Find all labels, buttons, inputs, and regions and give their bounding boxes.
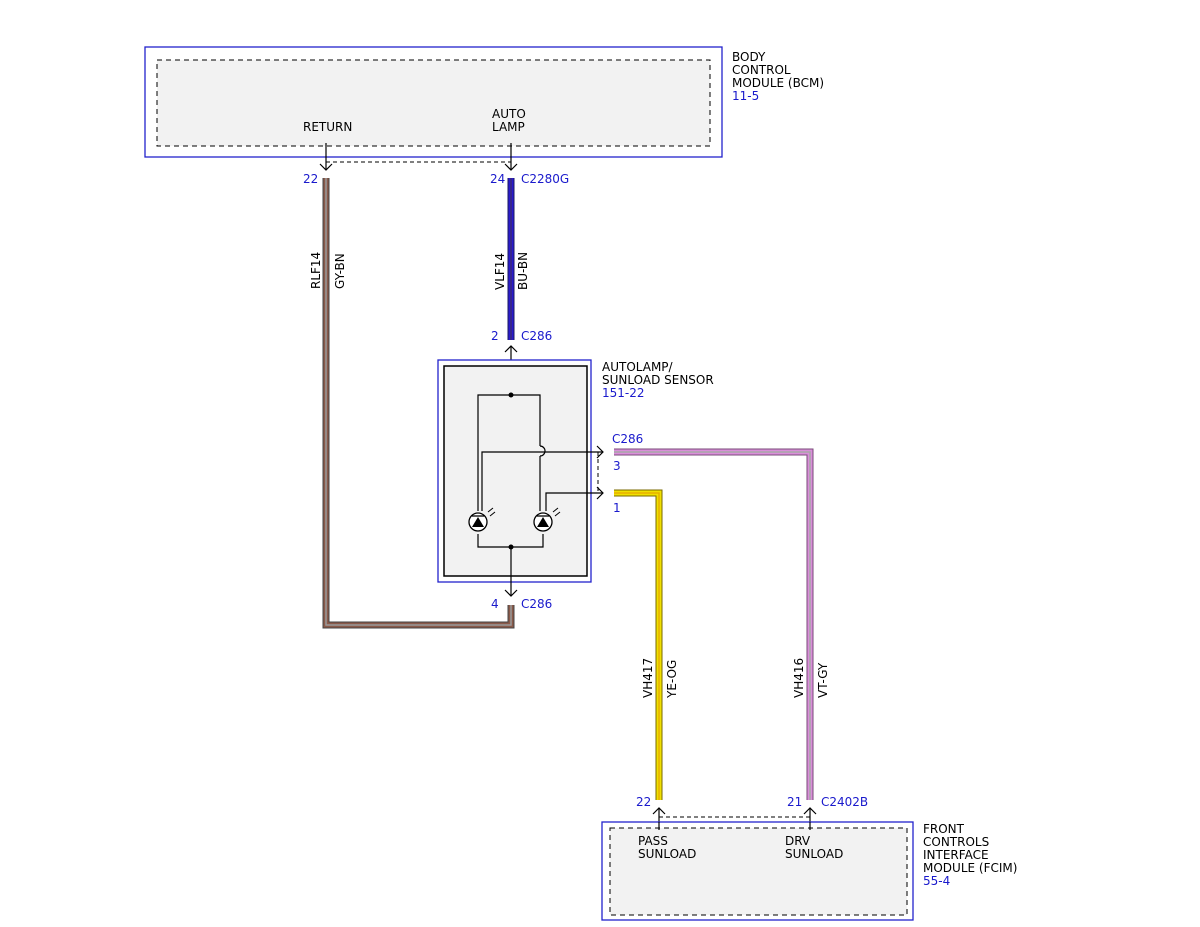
wire-rlf14[interactable] — [322, 178, 515, 629]
fcim-name-line-4: MODULE (FCIM) — [923, 861, 1017, 875]
wire-rlf14-circuit: RLF14 — [309, 252, 323, 289]
fcim-pin-22-num: 22 — [636, 795, 651, 809]
autolamp-sunload-sensor[interactable] — [437, 359, 592, 583]
bcm-module[interactable] — [144, 46, 723, 158]
bcm-pin-24-num: 24 — [490, 172, 505, 186]
fcim-pin-pass-line-1: PASS — [638, 834, 668, 848]
sensor-pin-1-arrow — [596, 486, 604, 500]
wire-vh417[interactable] — [614, 489, 663, 800]
fcim-pin-drv-line-2: SUNLOAD — [785, 847, 843, 861]
sensor-name-line-1: AUTOLAMP/ — [602, 360, 674, 374]
wire-vlf14-circuit: VLF14 — [493, 253, 507, 290]
bcm-name-line-2: CONTROL — [732, 63, 791, 77]
wire-vh417-circuit: VH417 — [641, 658, 655, 698]
wire-vh416-circuit: VH416 — [792, 658, 806, 698]
sensor-pin-3-arrow — [596, 445, 604, 459]
photodiode-icon — [533, 507, 561, 532]
bcm-pin-autolamp-line-1: AUTO — [492, 107, 526, 121]
bcm-inner-box — [156, 59, 711, 147]
sensor-name-line-2: SUNLOAD SENSOR — [602, 373, 714, 387]
fcim-pin-drv-line-1: DRV — [785, 834, 811, 848]
fcim-module[interactable] — [601, 821, 914, 921]
bcm-pin-24-arrow — [504, 163, 518, 171]
fcim-name-line-3: INTERFACE — [923, 848, 989, 862]
fcim-connector-label[interactable]: C2402B — [821, 795, 868, 809]
fcim-name-line-2: CONTROLS — [923, 835, 989, 849]
bcm-name-line-1: BODY — [732, 50, 766, 64]
bcm-ref[interactable]: 11-5 — [732, 89, 759, 103]
bcm-pin-autolamp-line-2: LAMP — [492, 120, 525, 134]
wire-vh417-color: YE-OG — [665, 660, 679, 699]
fcim-ref[interactable]: 55-4 — [923, 874, 950, 888]
sensor-pin-3-num: 3 — [613, 459, 621, 473]
bcm-connector-label[interactable]: C2280G — [521, 172, 569, 186]
wire-vlf14-color: BU-BN — [516, 252, 530, 290]
sensor-connector-bottom[interactable]: C286 — [521, 597, 552, 611]
sensor-connector-top[interactable]: C286 — [521, 329, 552, 343]
sensor-inner-box — [443, 365, 588, 577]
wire-vh416[interactable] — [614, 448, 814, 800]
sensor-ref[interactable]: 151-22 — [602, 386, 645, 400]
sensor-pin-2-num: 2 — [491, 329, 499, 343]
bcm-pin-22-arrow — [319, 163, 333, 171]
fcim-pin-21-num: 21 — [787, 795, 802, 809]
fcim-inner-box — [609, 827, 908, 916]
bcm-pin-return-label: RETURN — [303, 120, 352, 134]
sensor-connector-right[interactable]: C286 — [612, 432, 643, 446]
sensor-internal-circuit — [477, 392, 603, 596]
fcim-name-line-1: FRONT — [923, 822, 965, 836]
bcm-pin-22-num: 22 — [303, 172, 318, 186]
wire-rlf14-color: GY-BN — [333, 253, 347, 289]
sensor-pin-4-arrow — [504, 589, 518, 597]
sensor-pin-1-num: 1 — [613, 501, 621, 515]
sensor-pin-4-num: 4 — [491, 597, 499, 611]
bcm-name-line-3: MODULE (BCM) — [732, 76, 824, 90]
wire-vh416-color: VT-GY — [816, 662, 830, 698]
fcim-pin-pass-line-2: SUNLOAD — [638, 847, 696, 861]
photodiode-icon — [468, 507, 496, 532]
